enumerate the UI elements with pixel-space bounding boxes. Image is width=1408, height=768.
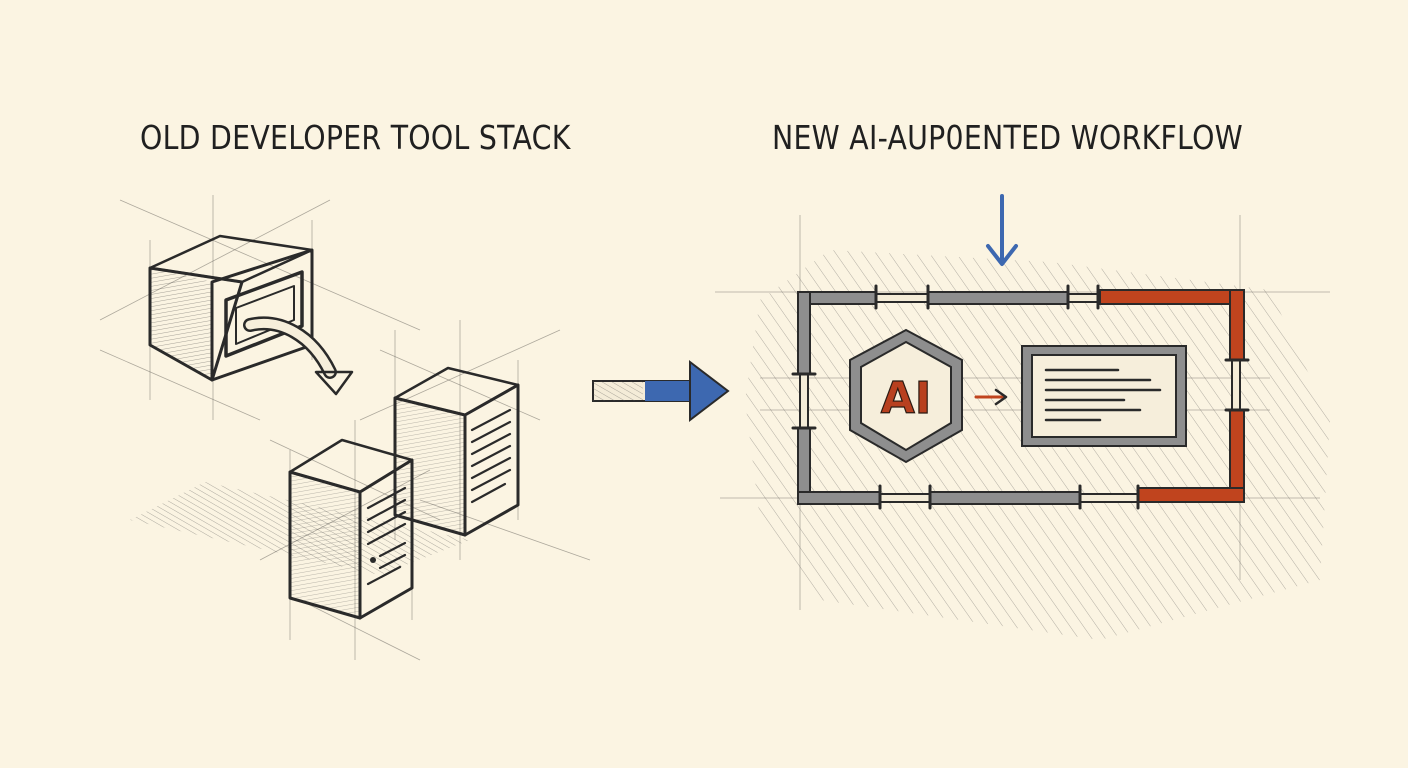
- ai-badge-label: AI: [881, 373, 931, 424]
- new-workflow-title: NEW AI-AUP0ENTED WORKFLOW: [772, 118, 1244, 157]
- workflow-frame: [791, 284, 1250, 510]
- ai-output-arrow-icon: [974, 388, 1008, 406]
- curved-arrow-icon: [243, 316, 354, 396]
- output-document-icon: [1021, 345, 1187, 447]
- input-down-arrow-icon: [986, 194, 1018, 266]
- legacy-box-icon: [148, 234, 314, 382]
- ai-workflow-illustration: AI: [715, 194, 1330, 640]
- ai-hexagon-icon: AI: [849, 328, 963, 464]
- old-stack-title: OLD DEVELOPER TOOL STACK: [140, 118, 571, 157]
- guide-lines-left: [99, 195, 591, 661]
- server-tower-front-icon: [288, 438, 414, 620]
- old-stack-illustration: [99, 195, 591, 661]
- transition-arrow-icon: [592, 359, 730, 423]
